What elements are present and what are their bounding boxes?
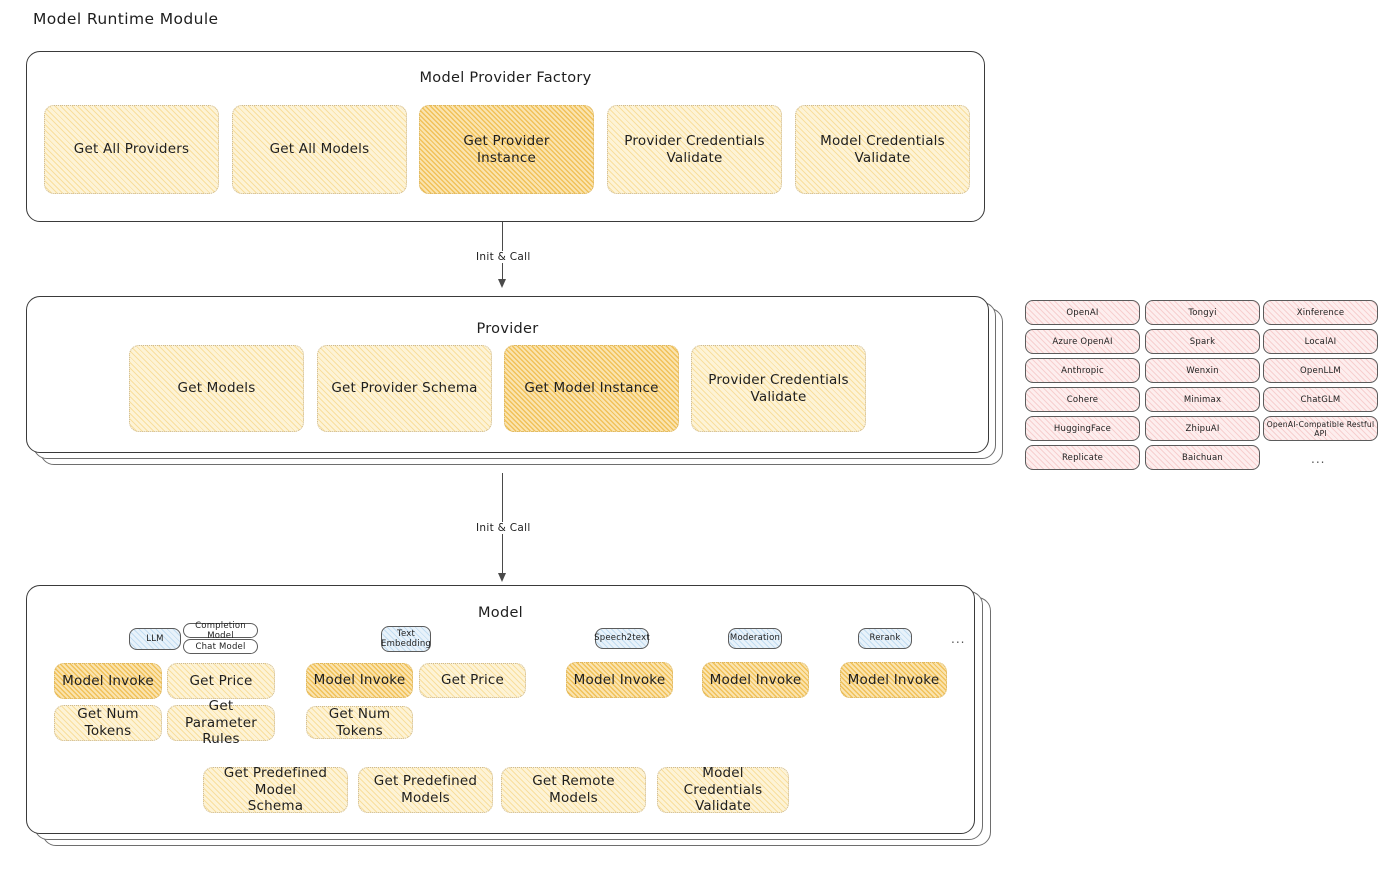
page-title: Model Runtime Module [33,10,219,28]
provider-chip-azure-openai[interactable]: Azure OpenAI [1025,329,1140,354]
node-moderation-model-invoke[interactable]: Model Invoke [702,662,809,698]
node-text-embedding-get-price[interactable]: Get Price [419,663,526,698]
model-type-chip-moderation[interactable]: Moderation [728,628,782,649]
provider-chip-zhipuai[interactable]: ZhipuAI [1145,416,1260,441]
node-rerank-model-invoke[interactable]: Model Invoke [840,662,947,698]
provider-list-more-ellipsis: ... [1311,452,1326,466]
node-llm-get-parameter-rules[interactable]: Get Parameter Rules [167,698,275,747]
node-get-provider-instance[interactable]: Get Provider Instance [419,105,594,194]
node-text-embedding-model-invoke[interactable]: Model Invoke [306,663,413,698]
node-provider-credentials-validate[interactable]: Provider Credentials Validate [691,345,866,432]
provider-chip-openllm[interactable]: OpenLLM [1263,358,1378,383]
provider-chip-tongyi[interactable]: Tongyi [1145,300,1260,325]
provider-chip-localai[interactable]: LocalAI [1263,329,1378,354]
model-type-chip-speech2text[interactable]: Speech2text [594,628,650,649]
model-type-chip-rerank[interactable]: Rerank [858,628,912,649]
arrow-2-label: Init & Call [472,522,535,534]
arrow-1-head [498,279,506,288]
provider-label: Provider [476,321,539,337]
provider-chip-openai[interactable]: OpenAI [1025,300,1140,325]
node-get-all-models[interactable]: Get All Models [232,105,407,194]
provider-chip-baichuan[interactable]: Baichuan [1145,445,1260,470]
model-label: Model [477,605,524,621]
provider-chip-huggingface[interactable]: HuggingFace [1025,416,1140,441]
node-get-provider-schema[interactable]: Get Provider Schema [317,345,492,432]
node-get-predefined-model-schema[interactable]: Get Predefined Model Schema [203,765,348,814]
node-get-remote-models[interactable]: Get Remote Models [501,767,646,813]
provider-chip-chatglm[interactable]: ChatGLM [1263,387,1378,412]
model-type-chip-text-embedding[interactable]: Text Embedding [381,626,431,652]
model-provider-factory-label: Model Provider Factory [419,70,592,86]
node-model-credentials-validate-factory[interactable]: Model Credentials Validate [795,105,970,194]
provider-chip-xinference[interactable]: Xinference [1263,300,1378,325]
node-get-models[interactable]: Get Models [129,345,304,432]
node-get-predefined-models[interactable]: Get Predefined Models [358,767,493,813]
provider-chip-replicate[interactable]: Replicate [1025,445,1140,470]
arrow-2-head [498,573,506,582]
model-type-chip-llm[interactable]: LLM [129,628,181,650]
provider-chip-anthropic[interactable]: Anthropic [1025,358,1140,383]
provider-chip-openai-compatible-restful-api[interactable]: OpenAI-Compatible Restful API [1263,416,1378,441]
provider-chip-spark[interactable]: Spark [1145,329,1260,354]
node-llm-model-invoke[interactable]: Model Invoke [54,663,162,699]
node-model-credentials-validate[interactable]: Model Credentials Validate [657,765,789,814]
provider-chip-cohere[interactable]: Cohere [1025,387,1140,412]
node-speech2text-model-invoke[interactable]: Model Invoke [566,662,673,698]
node-get-model-instance[interactable]: Get Model Instance [504,345,679,432]
node-text-embedding-get-num-tokens[interactable]: Get Num Tokens [306,706,413,739]
node-provider-credentials-validate-factory[interactable]: Provider Credentials Validate [607,105,782,194]
provider-chip-wenxin[interactable]: Wenxin [1145,358,1260,383]
model-subtype-chip-chat-model[interactable]: Chat Model [183,639,258,654]
node-get-all-providers[interactable]: Get All Providers [44,105,219,194]
model-types-more-ellipsis: ... [951,632,966,646]
node-llm-get-num-tokens[interactable]: Get Num Tokens [54,705,162,741]
arrow-1-label: Init & Call [472,251,535,263]
node-llm-get-price[interactable]: Get Price [167,663,275,699]
provider-chip-minimax[interactable]: Minimax [1145,387,1260,412]
model-subtype-chip-completion-model[interactable]: Completion Model [183,621,258,641]
